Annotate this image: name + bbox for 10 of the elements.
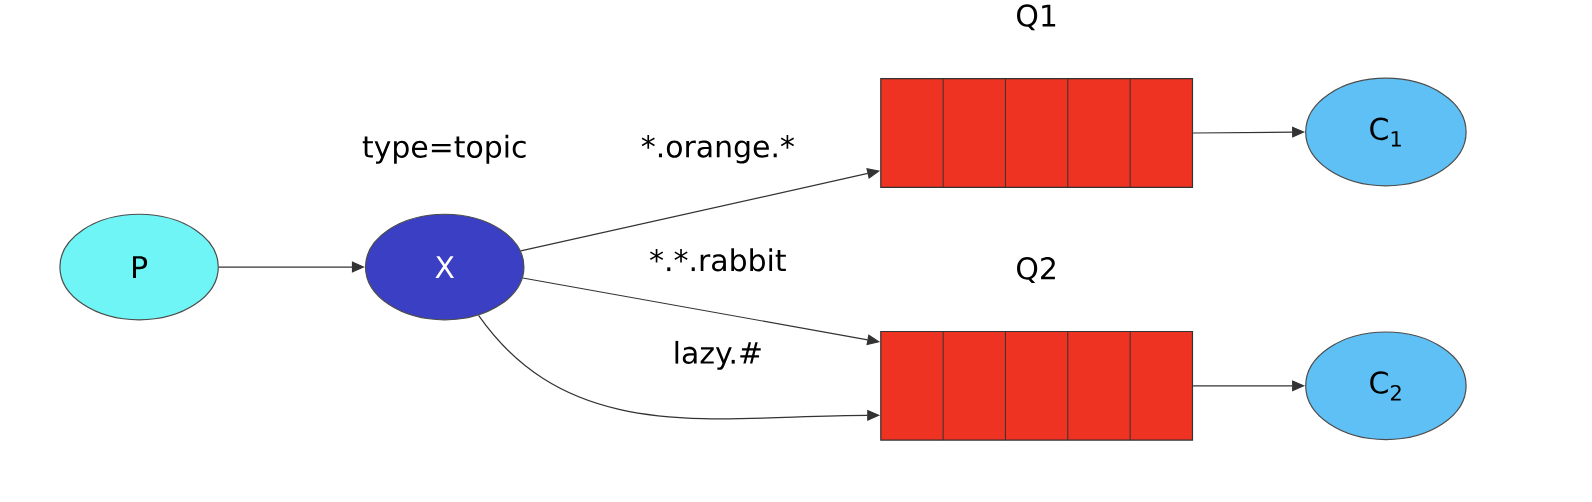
edge-label: lazy.# [675, 341, 761, 371]
exchange-type-label: type=topic [362, 135, 526, 164]
ellipse-node: C$_{1}$ [1305, 77, 1467, 187]
ellipse-node: X [364, 213, 525, 321]
ellipse-node: P [59, 213, 219, 321]
queue-label: Q2 [1017, 257, 1055, 284]
queue-label: Q1 [1017, 4, 1056, 31]
edge-label: *.orange.* [641, 135, 794, 164]
edge-label: *.*.rabbit [650, 248, 786, 272]
ellipse-node: C$_{2}$ [1305, 331, 1467, 441]
